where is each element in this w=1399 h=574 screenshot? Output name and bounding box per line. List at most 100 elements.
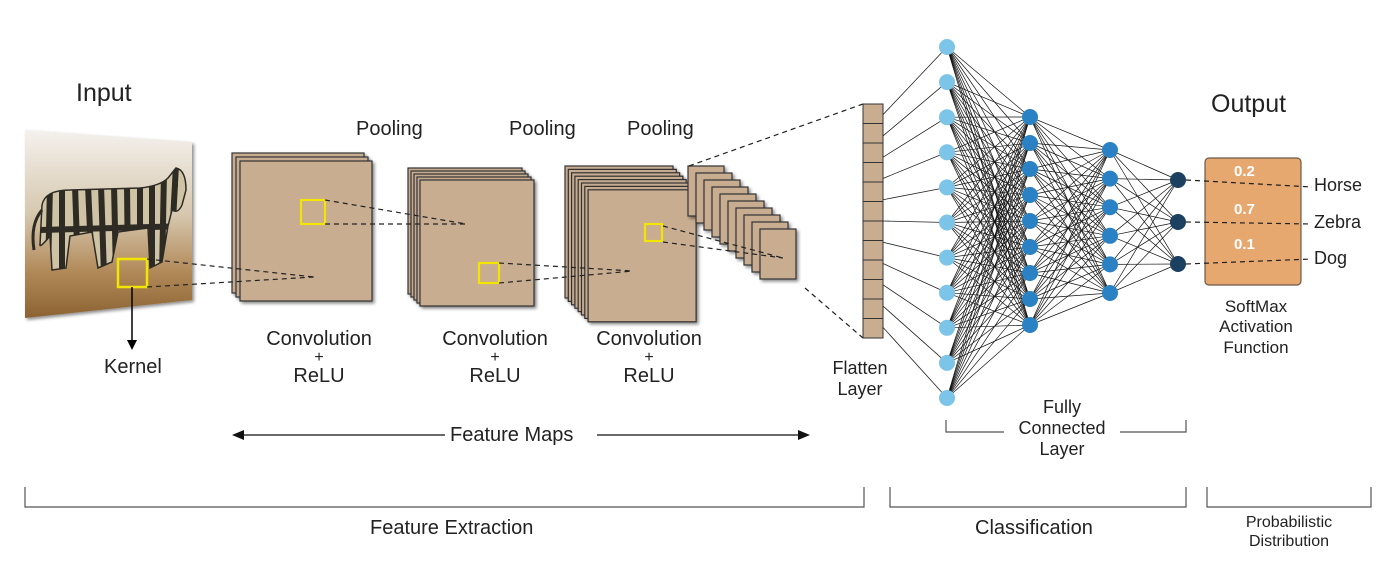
connection [1029,194,1111,208]
kernel-window [643,222,664,243]
connection [946,81,1031,222]
connection [1029,168,1111,265]
connection [946,168,1031,258]
output-connector [1185,221,1313,225]
connection [946,168,1031,223]
connection [946,152,1031,274]
flatten-cell [862,123,884,144]
connection [946,142,1031,153]
connection [946,46,1031,144]
plus-sign: + [644,349,654,366]
connection [946,324,1031,399]
connection [946,194,1031,399]
connection [1029,142,1111,294]
connection [1029,168,1111,294]
connection [1029,206,1111,248]
conv-relu-label-2: Convolution + ReLU [432,328,558,388]
plus-sign: + [490,349,500,366]
connection [946,46,1031,196]
connection [1029,178,1111,222]
relu-label: ReLU [469,365,521,388]
projection-lines [146,103,864,339]
connection [1029,149,1111,274]
connection [1109,206,1179,265]
fc-bracket-left [945,420,1004,433]
connection [1029,206,1111,222]
input-node [939,109,955,126]
connection [946,194,1031,328]
connection [946,142,1031,293]
connection [946,152,1031,300]
connection [1029,168,1111,237]
softmax-line3: Function [1223,337,1289,357]
zebra-icon [31,167,187,271]
output-connector [1185,258,1313,265]
conv-label: Convolution [442,328,548,350]
connection [1109,179,1179,265]
feature-map [587,189,697,323]
connection [946,151,1031,170]
connection [1029,178,1111,248]
hidden-node [1022,109,1038,125]
connection [1109,221,1179,265]
fully-connected-layer-label: Fully Connected Layer [1000,397,1124,461]
hidden-node [1022,213,1038,229]
softmax-activation-label: SoftMax Activation Function [1200,297,1312,358]
proj-line [662,225,784,259]
input-node [939,390,955,406]
fc-label-line3: Layer [1039,439,1085,460]
input-node [939,354,955,371]
connection [1029,178,1111,274]
arrowhead-right [798,430,810,440]
connection [1029,292,1111,326]
class-label-horse: Horse [1314,175,1363,195]
connection [946,116,1031,170]
connection [1109,149,1179,265]
connection [946,222,1031,326]
connection [1029,142,1111,265]
feature-extraction-label: Feature Extraction [370,517,534,539]
connection [946,142,1031,328]
feature-stack-1 [231,152,373,302]
flatten-cell [862,181,884,202]
softmax-line1: SoftMax [1224,297,1288,316]
fc-bracket-right [1120,420,1187,433]
relu-label: ReLU [293,365,345,388]
connection [1029,116,1111,208]
connection [1029,220,1111,265]
connection [946,142,1031,258]
flatten-cell [862,162,884,183]
input-node [939,179,955,196]
connection [946,220,1031,329]
flatten-connection [882,116,948,158]
input-image [25,130,192,350]
conv-relu-label-3: Convolution + ReLU [586,328,712,388]
class-label-dog: Dog [1314,248,1348,268]
connection [1109,221,1179,294]
connection [946,168,1031,328]
output-connectors [1185,179,1313,265]
proj-line [804,287,864,339]
hidden-node [1102,170,1118,187]
connection [1029,168,1111,208]
connection [1029,116,1111,294]
connection [1029,194,1111,294]
class-label-zebra: Zebra [1314,212,1362,232]
hidden-node [1102,142,1118,158]
hidden-node [1102,285,1118,301]
hidden-node [1102,199,1118,216]
connection [946,187,1031,274]
proj-line [662,241,784,259]
connection [1029,220,1111,237]
feature-map-stacks [231,152,797,323]
flatten-cell [862,240,884,261]
connection [946,81,1031,196]
conv-label: Convolution [266,328,372,350]
feature-map [239,160,373,302]
connection [1109,179,1179,208]
connection [1109,221,1179,237]
connection [1029,116,1111,179]
connection [946,116,1031,144]
connection [1029,149,1111,300]
input-node [939,249,955,266]
